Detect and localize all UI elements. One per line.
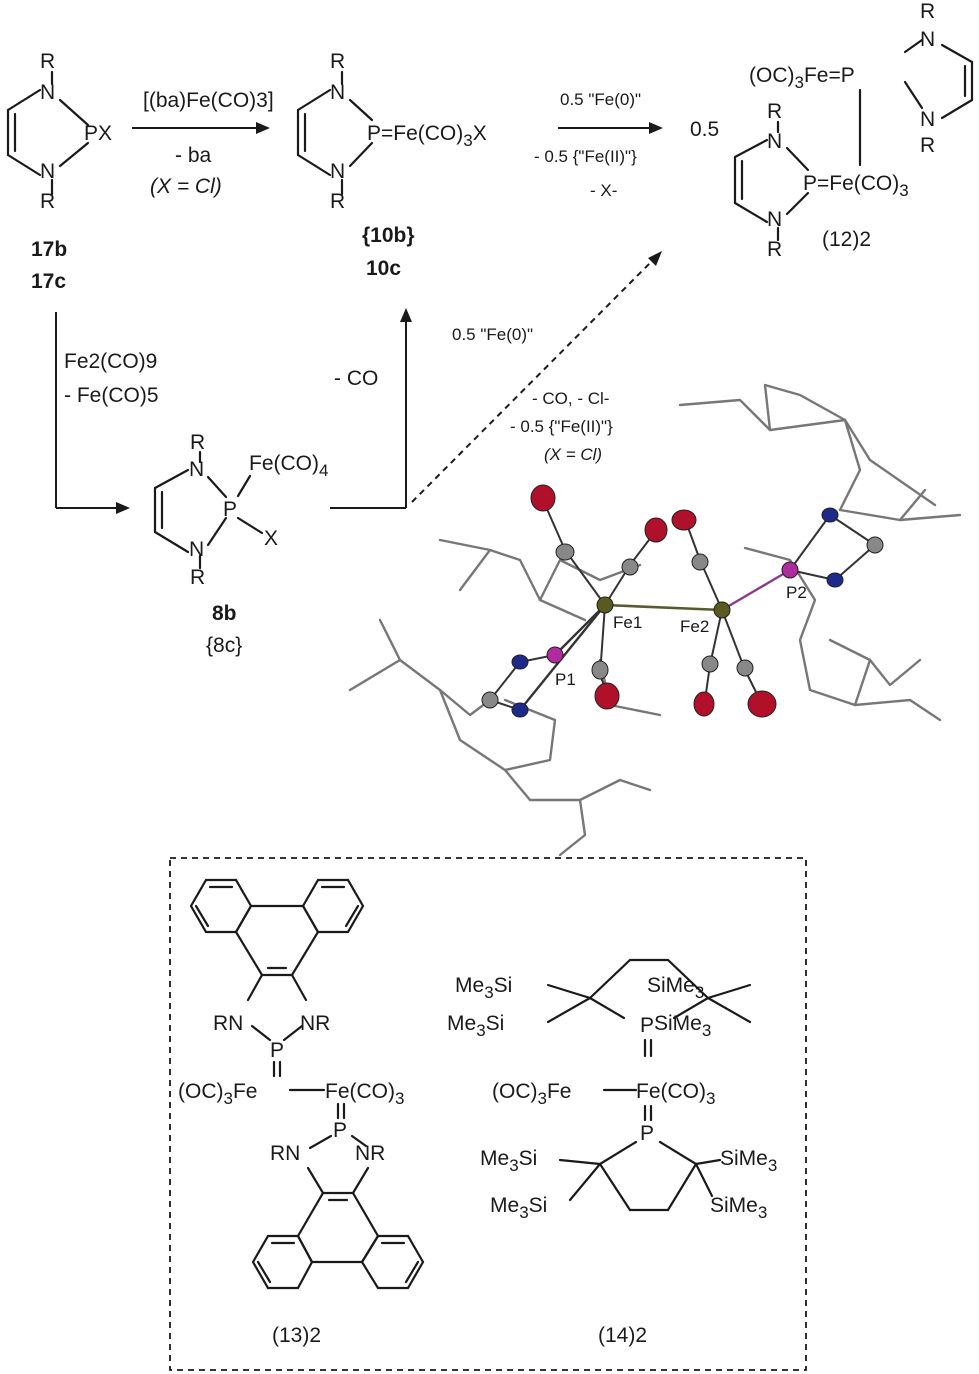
- svg-text:R: R: [330, 50, 345, 73]
- svg-text:Fe(CO)3: Fe(CO)3: [636, 1080, 715, 1108]
- inset-box: [169, 857, 807, 1371]
- svg-text:R: R: [767, 100, 782, 123]
- byproduct-co: - CO: [334, 367, 378, 390]
- compound-8b-label: 8b: [212, 602, 237, 625]
- svg-text:R: R: [920, 0, 935, 23]
- svg-text:PX: PX: [84, 122, 112, 145]
- svg-text:R: R: [190, 566, 205, 589]
- compound-14-label: (14)2: [598, 1324, 647, 1347]
- svg-text:R: R: [330, 190, 345, 213]
- compound-12-dimer-structure: (OC)3Fe=P N N R R N N R R P=Fe(CO)3: [733, 0, 974, 261]
- svg-text:P: P: [640, 1014, 654, 1037]
- atom-label-p2: P2: [786, 583, 807, 602]
- svg-text:SiMe3: SiMe3: [710, 1194, 767, 1222]
- svg-text:N: N: [40, 160, 55, 183]
- svg-text:Me3Si: Me3Si: [447, 1012, 504, 1040]
- reagent-fe2-co9: Fe2(CO)9: [64, 350, 157, 373]
- svg-text:X: X: [264, 527, 278, 550]
- svg-text:(OC)3Fe=P: (OC)3Fe=P: [749, 64, 855, 92]
- reagent-fe0-half: 0.5 "Fe(0)": [560, 90, 641, 109]
- compound-8-structure: N N R R P Fe(CO)4 X: [153, 431, 328, 589]
- svg-text:N: N: [189, 538, 204, 561]
- svg-text:N: N: [920, 108, 935, 131]
- svg-text:P: P: [333, 1119, 347, 1142]
- compound-12-label: (12)2: [822, 228, 871, 251]
- svg-text:N: N: [189, 458, 204, 481]
- compound-17b-label: 17b: [31, 238, 67, 261]
- byproduct-fe-co5: - Fe(CO)5: [64, 384, 159, 407]
- reagent-ba-fe-co3: [(ba)Fe(CO)3]: [143, 89, 274, 112]
- compound-10b-label: {10b}: [362, 224, 415, 247]
- stoich-half: 0.5: [690, 118, 719, 141]
- svg-text:R: R: [920, 134, 935, 157]
- svg-text:Fe(CO)4: Fe(CO)4: [249, 452, 328, 480]
- svg-text:R: R: [40, 190, 55, 213]
- reagent-minus-ba: - ba: [175, 144, 212, 167]
- reagent-fe0-dashed: 0.5 "Fe(0)": [452, 325, 533, 344]
- atom-label-p1: P1: [555, 670, 576, 689]
- svg-text:R: R: [190, 431, 205, 454]
- svg-text:P: P: [270, 1039, 284, 1062]
- compound-14-dimer-structure: P Me3Si Me3Si SiMe3 SiMe3 (OC)3Fe Fe(CO)…: [447, 958, 777, 1222]
- condition-x-cl-2: (X = Cl): [544, 445, 602, 464]
- svg-text:Me3Si: Me3Si: [455, 974, 512, 1002]
- svg-text:N: N: [767, 130, 782, 153]
- svg-text:N: N: [330, 160, 345, 183]
- svg-text:SiMe3: SiMe3: [720, 1147, 777, 1175]
- svg-text:P: P: [223, 498, 237, 521]
- compound-17-structure: N N R R PX: [6, 50, 112, 213]
- svg-text:P=Fe(CO)3X: P=Fe(CO)3X: [367, 122, 487, 150]
- byproduct-fe2-dashed: - 0.5 {"Fe(II)"}: [510, 417, 613, 436]
- compound-10-structure: N N R R P=Fe(CO)3X: [296, 50, 487, 213]
- svg-text:(OC)3Fe: (OC)3Fe: [178, 1080, 257, 1108]
- compound-13-dimer-structure: RN NR P (OC)3Fe Fe(CO)3 P RN NR: [178, 878, 425, 1290]
- svg-text:SiMe3: SiMe3: [647, 974, 704, 1002]
- compound-10c-label: 10c: [366, 257, 401, 280]
- svg-text:N: N: [40, 81, 55, 104]
- svg-text:NR: NR: [355, 1142, 385, 1165]
- compound-8c-label: {8c}: [206, 634, 242, 657]
- atom-label-fe2: Fe2: [680, 617, 709, 636]
- byproduct-co-cl: - CO, - Cl-: [532, 389, 609, 408]
- svg-text:Me3Si: Me3Si: [490, 1194, 547, 1222]
- svg-text:(OC)3Fe: (OC)3Fe: [492, 1080, 571, 1108]
- svg-text:R: R: [40, 50, 55, 73]
- svg-text:N: N: [330, 81, 345, 104]
- compound-13-label: (13)2: [272, 1324, 321, 1347]
- svg-text:N: N: [767, 208, 782, 231]
- byproduct-x-minus: - X-: [590, 181, 617, 200]
- byproduct-fe2-half: - 0.5 {"Fe(II)"}: [534, 147, 637, 166]
- svg-text:RN: RN: [213, 1012, 243, 1035]
- atom-label-fe1: Fe1: [613, 613, 642, 632]
- crystal-structure-image: [348, 383, 962, 857]
- svg-text:RN: RN: [270, 1142, 300, 1165]
- svg-text:NR: NR: [300, 1012, 330, 1035]
- svg-text:P=Fe(CO)3: P=Fe(CO)3: [803, 172, 909, 200]
- svg-text:N: N: [920, 28, 935, 51]
- svg-text:SiMe3: SiMe3: [654, 1012, 711, 1040]
- compound-17c-label: 17c: [31, 270, 66, 293]
- svg-text:P: P: [640, 1122, 654, 1145]
- svg-text:R: R: [767, 238, 782, 261]
- condition-x-cl-1: (X = Cl): [150, 175, 222, 198]
- svg-text:Me3Si: Me3Si: [480, 1147, 537, 1175]
